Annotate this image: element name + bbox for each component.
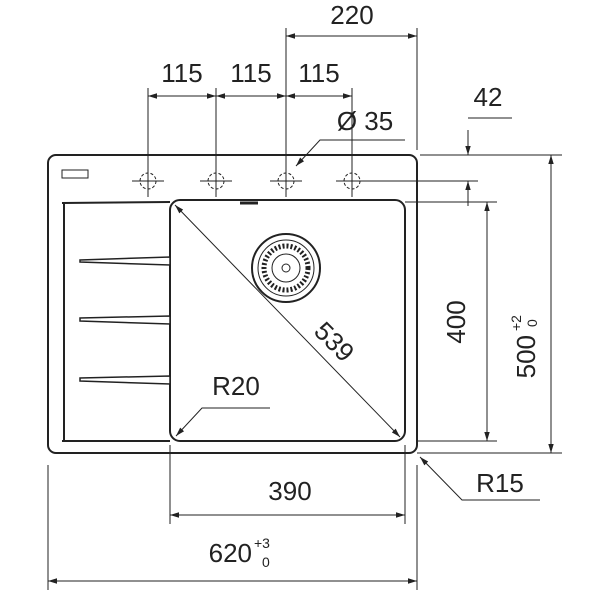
drain-strainer <box>251 233 321 303</box>
drainboard <box>61 201 171 442</box>
tap-holes <box>132 165 368 197</box>
dim-r15: R15 <box>476 468 524 498</box>
dim-400: 400 <box>441 300 471 343</box>
logo-plate <box>61 169 89 179</box>
dim-500-tol-upper: +2 <box>508 315 524 331</box>
dim-500-tol-lower: 0 <box>524 319 540 327</box>
dim-r20: R20 <box>212 371 260 401</box>
dim-42: 42 <box>474 82 503 112</box>
dim-115: 115 <box>230 58 271 88</box>
dim-500: 500 <box>511 335 541 378</box>
dim-620-tol-upper: +3 <box>254 535 270 551</box>
dim-390: 390 <box>268 476 311 506</box>
dim-220: 220 <box>330 0 373 30</box>
dim-539: 539 <box>308 316 360 368</box>
dim-115: 115 <box>298 58 339 88</box>
dim-620-tol-lower: 0 <box>262 554 270 570</box>
drainboard-ribs <box>79 256 171 385</box>
dim-620: 620 <box>209 538 252 568</box>
dim-115: 115 <box>161 58 202 88</box>
dim-hole-diameter: Ø 35 <box>337 106 393 136</box>
